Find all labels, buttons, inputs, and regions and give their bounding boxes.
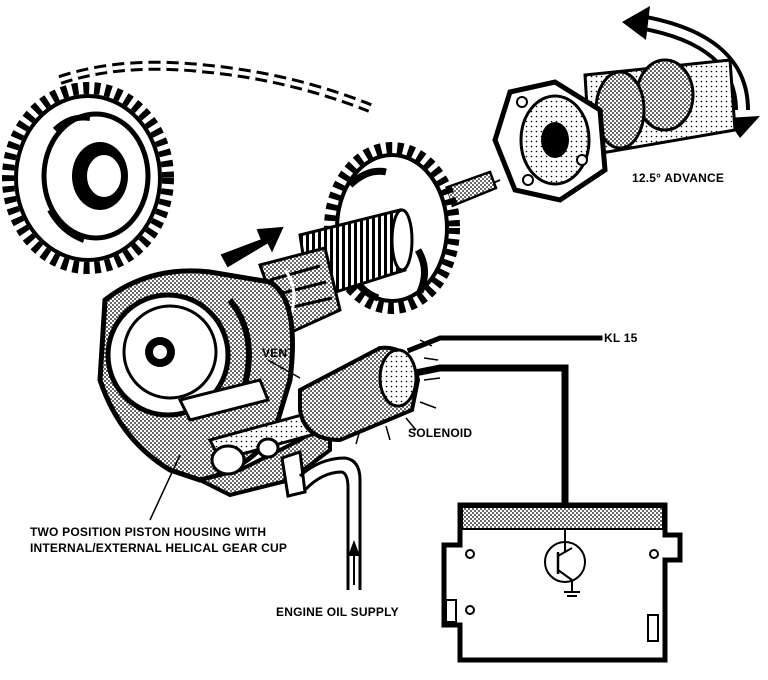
piston-housing-label-line1: TWO POSITION PISTON HOUSING WITH <box>30 525 267 539</box>
piston-linkage <box>177 378 333 498</box>
oil-supply-line <box>298 456 362 590</box>
piston-housing <box>97 268 332 498</box>
wiring <box>406 335 603 514</box>
control-unit <box>441 502 683 663</box>
direction-arrow <box>220 226 284 268</box>
camshaft-flange <box>439 79 608 207</box>
piston-housing-label-line2: INTERNAL/EXTERNAL HELICAL GEAR CUP <box>30 541 288 555</box>
leader-lines <box>149 359 301 521</box>
engine-oil-supply-label: ENGINE OIL SUPPLY <box>276 605 399 619</box>
camshaft <box>583 58 737 157</box>
exhaust-sprocket <box>2 82 174 274</box>
kl15-label: KL 15 <box>604 331 638 345</box>
advance-angle-label: 12.5° ADVANCE <box>632 171 725 185</box>
timing-chain <box>58 60 372 113</box>
solenoid-label: SOLENOID <box>408 426 473 440</box>
rotation-arrow <box>622 6 760 138</box>
vent-label: VENT <box>262 346 295 360</box>
